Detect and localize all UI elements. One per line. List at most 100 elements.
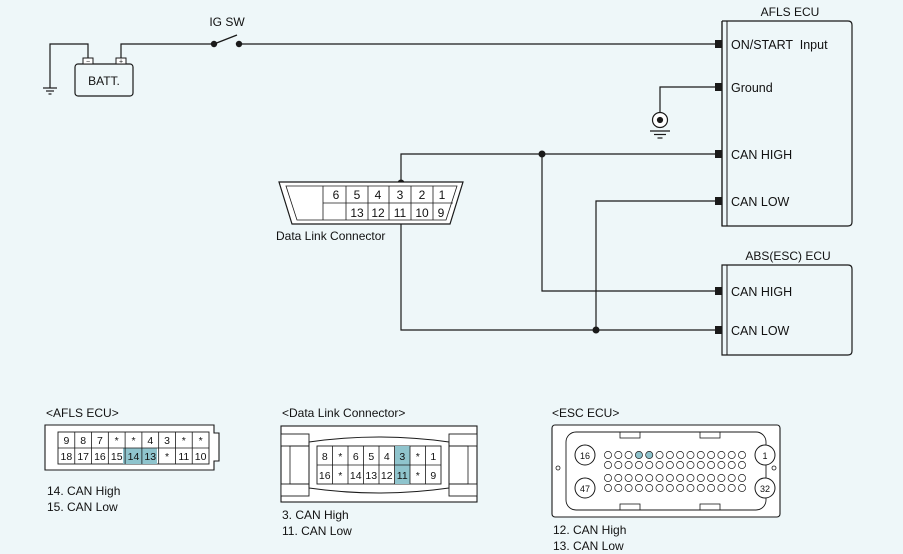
dlc-connector-pin: 16 [319,470,331,482]
wires [49,43,716,331]
wire-can-low [595,200,716,330]
afls-connector-pin: 13 [144,451,156,463]
esc-pin-dot [614,461,623,469]
esc-pin-dot [645,451,654,459]
esc-pin-dot [665,451,674,459]
afls-connector-pin: 3 [164,435,170,447]
esc-pin-dot [738,451,746,459]
battery: − + BATT. [74,57,134,97]
esc-pin-dot [604,474,612,482]
wire-can-low-dlc [400,221,716,331]
afls-connector-pin: 10 [195,451,207,463]
afls-connector-pin: 17 [77,451,89,463]
esc-pin-dot [727,484,736,492]
dlc-note-can-high: 3. CAN High [282,508,349,522]
esc-pin-dot [634,451,643,459]
afls-connector-pin: * [115,435,119,447]
esc-pin-dot [676,461,685,469]
esc-pin-dot [738,484,746,492]
wire-afls-ground [659,86,716,112]
dlc-connector-pin: * [416,451,420,463]
esc-note-can-low: 13. CAN Low [553,539,624,553]
afls-note-can-low: 15. CAN Low [47,500,118,514]
esc-pin-dot [707,484,716,492]
esc-pin-dot [604,484,612,492]
afls-note-can-high: 14. CAN High [47,484,120,498]
esc-pin-dot [624,474,633,482]
wire-can-high [400,153,716,181]
esc-pin-dot [645,484,654,492]
abs-ecu: ABS(ESC) ECU CAN HIGH CAN LOW [715,249,853,356]
dlc-note-can-low: 11. CAN Low [282,524,352,538]
afls-connector-pin: * [199,435,203,447]
afls-connector-title: <AFLS ECU> [46,406,119,420]
esc-pin-dot [604,461,612,469]
dlc-pin-10: 10 [415,206,429,220]
dlc-pin-12: 12 [371,206,385,220]
chassis-ground-icon [650,111,670,139]
ground-icon [43,87,57,95]
esc-pin-dot [717,461,726,469]
afls-connector-pin: 14 [128,451,140,463]
esc-pin-dot [655,474,664,482]
dlc-pin-5: 5 [354,188,361,202]
dlc-connector-pin: 12 [381,470,393,482]
esc-pin-dot [686,451,695,459]
esc-pin-dot [676,484,685,492]
esc-pin-dot [614,451,623,459]
esc-connector-title: <ESC ECU> [552,406,619,420]
esc-pin-dot [738,474,746,482]
esc-pin-dot [624,451,633,459]
esc-pin-dot [655,461,664,469]
esc-pin-dot [696,451,705,459]
esc-pin-1: 1 [762,451,767,461]
esc-pin-dot [696,461,705,469]
esc-pin-dot [686,461,695,469]
afls-connector-pin: 16 [94,451,106,463]
dlc-pin-13: 13 [350,206,364,220]
dlc-connector-pin: 1 [430,451,436,463]
esc-pin-dot [614,474,623,482]
esc-pin-dot [727,474,736,482]
esc-pin-dot [686,484,695,492]
esc-pin-dot [717,484,726,492]
wire-can-high-abs [541,154,716,292]
dlc-connector-pin: 13 [365,470,377,482]
esc-pin-dot [614,484,623,492]
dlc-connector-pin: 3 [399,451,405,463]
esc-pin-dot [665,461,674,469]
esc-small-pins [604,451,746,492]
afls-pin-on-start: ON/START Input [731,38,828,52]
afls-ecu-title: AFLS ECU [761,5,820,19]
esc-pin-dot [707,474,716,482]
wire-battery-ground [49,43,89,88]
afls-connector-pin: * [131,435,135,447]
esc-pin-dot [645,461,654,469]
esc-pin-dot [665,474,674,482]
dlc-connector-pin: 11 [397,470,408,482]
esc-pin-dot [634,461,643,469]
dlc-label: Data Link Connector [276,229,385,243]
afls-ecu: AFLS ECU ON/START Input Ground CAN HIGH … [715,5,853,227]
dlc-connector-pin: 14 [350,470,362,482]
esc-pin-dot [655,451,664,459]
dlc-connector-pin: 4 [384,451,390,463]
afls-connector-pin: 8 [80,435,86,447]
afls-pin-ground: Ground [731,81,773,95]
dlc-pin-3: 3 [397,188,404,202]
dlc-connector-pin: 5 [368,451,374,463]
esc-pin-16: 16 [580,451,590,461]
dlc-pin-6: 6 [333,188,340,202]
esc-pin-dot [738,461,746,469]
esc-pin-dot [624,461,633,469]
abs-pin-can-low: CAN LOW [731,324,790,338]
esc-pin-dot [707,461,716,469]
esc-pin-dot [676,474,685,482]
dlc-pin-9: 9 [438,206,445,220]
esc-pin-32: 32 [760,484,770,494]
battery-pos-sign: + [119,59,123,66]
esc-connector-view: <ESC ECU> 16 1 47 32 12. CAN High 13. CA… [551,406,781,553]
